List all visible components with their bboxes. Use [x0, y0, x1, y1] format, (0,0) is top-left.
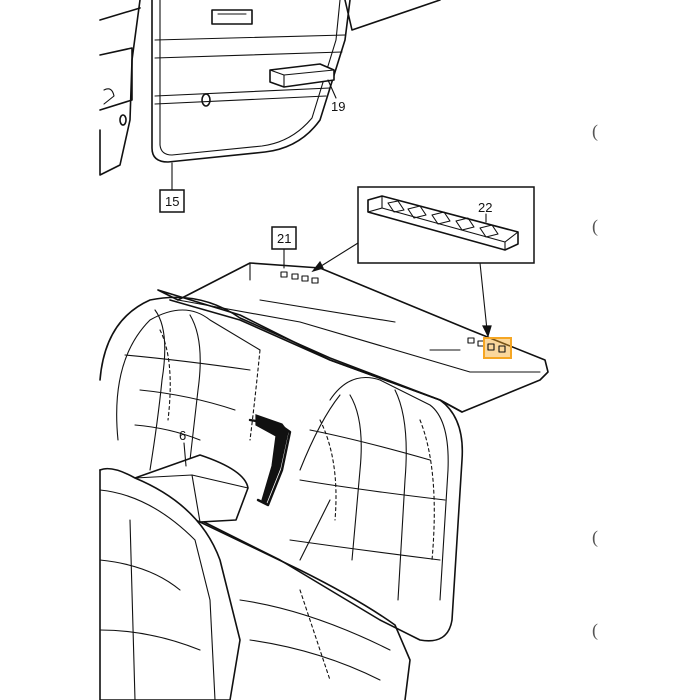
- detail-inset: [357, 186, 535, 264]
- margin-mark: (: [592, 527, 598, 548]
- callout-21: 21: [277, 231, 291, 246]
- door-panel: [99, 0, 441, 176]
- margin-mark: (: [592, 216, 598, 237]
- margin-mark: (: [592, 121, 598, 142]
- callout-15-box: [159, 189, 185, 213]
- callout-19: 19: [331, 99, 345, 114]
- callout-22: 22: [478, 200, 492, 215]
- leader-arrows: [311, 242, 492, 338]
- highlighted-clips[interactable]: [483, 337, 512, 359]
- callout-6: 6: [179, 428, 186, 443]
- callout-15: 15: [165, 194, 179, 209]
- margin-mark: (: [592, 620, 598, 641]
- seat-cushion: [99, 467, 411, 700]
- parcel-shelf: [157, 262, 549, 413]
